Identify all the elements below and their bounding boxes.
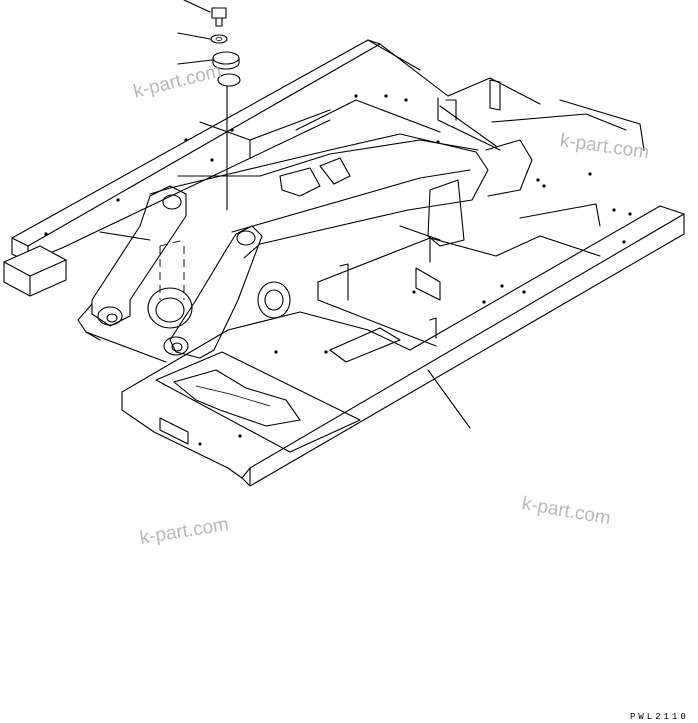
plug-part xyxy=(217,73,241,211)
frame-body xyxy=(3,39,645,297)
floor-plate xyxy=(155,351,361,453)
boom-arm xyxy=(149,133,533,259)
bolt-holes xyxy=(44,94,632,438)
leader-line xyxy=(427,369,471,429)
drawing-code: PWL2110 xyxy=(630,712,689,722)
bolt-part xyxy=(183,0,227,27)
center-pivot xyxy=(147,239,291,329)
bracket-uprights xyxy=(77,185,263,363)
front-rail xyxy=(121,205,685,487)
right-members xyxy=(317,105,601,363)
washer-part xyxy=(177,32,228,44)
cap-part xyxy=(177,51,240,70)
